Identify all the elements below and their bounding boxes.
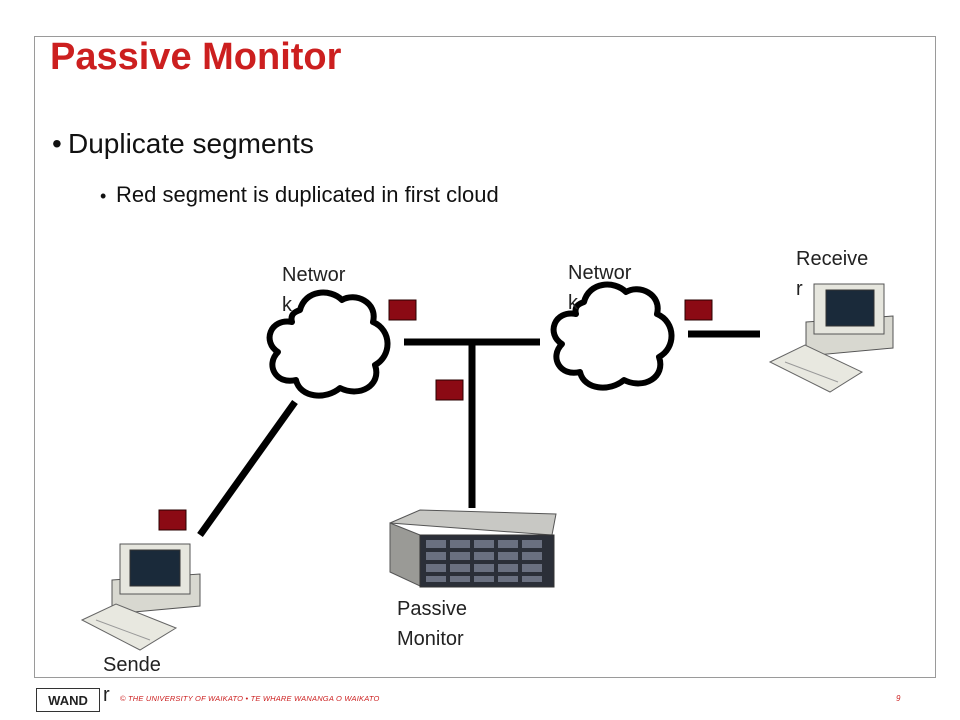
cloud2-label: Networ k (568, 262, 632, 314)
page-number: 9 (896, 694, 901, 703)
connection-lines (197, 330, 760, 538)
bullet-dot: • (52, 128, 62, 159)
bullet-level1-text: Duplicate segments (68, 128, 314, 159)
segment-receiver (684, 299, 713, 321)
segment-between-clouds (388, 299, 417, 321)
network-cloud-2 (550, 281, 675, 391)
slide-frame (34, 36, 936, 678)
link-sender-cloud1 (197, 399, 298, 538)
bullet-dot: • (100, 186, 107, 206)
monitor-label: Passive Monitor (397, 598, 468, 650)
receiver-label: Receive r (796, 248, 869, 300)
logo-text: WAND (48, 693, 88, 708)
bullet-level2: • Red segment is duplicated in first clou… (100, 182, 499, 208)
passive-monitor-server-icon (389, 509, 557, 588)
network-cloud-1 (266, 289, 391, 399)
sender-computer-icon (80, 543, 201, 651)
slide-title: Passive Monitor (50, 36, 342, 78)
segment-duplicate (435, 379, 464, 401)
receiver-computer-icon (768, 283, 894, 393)
wand-logo-icon: WAND (36, 688, 100, 712)
bullet-level1: •Duplicate segments (52, 128, 314, 160)
segment-sender (158, 509, 187, 531)
bullet-level2-text: Red segment is duplicated in first cloud (116, 182, 499, 207)
sender-label: Sende r (103, 654, 161, 706)
segments (158, 299, 713, 531)
cloud1-label: Networ k (282, 264, 346, 316)
footer-text: © THE UNIVERSITY OF WAIKATO • TE WHARE W… (120, 694, 380, 703)
